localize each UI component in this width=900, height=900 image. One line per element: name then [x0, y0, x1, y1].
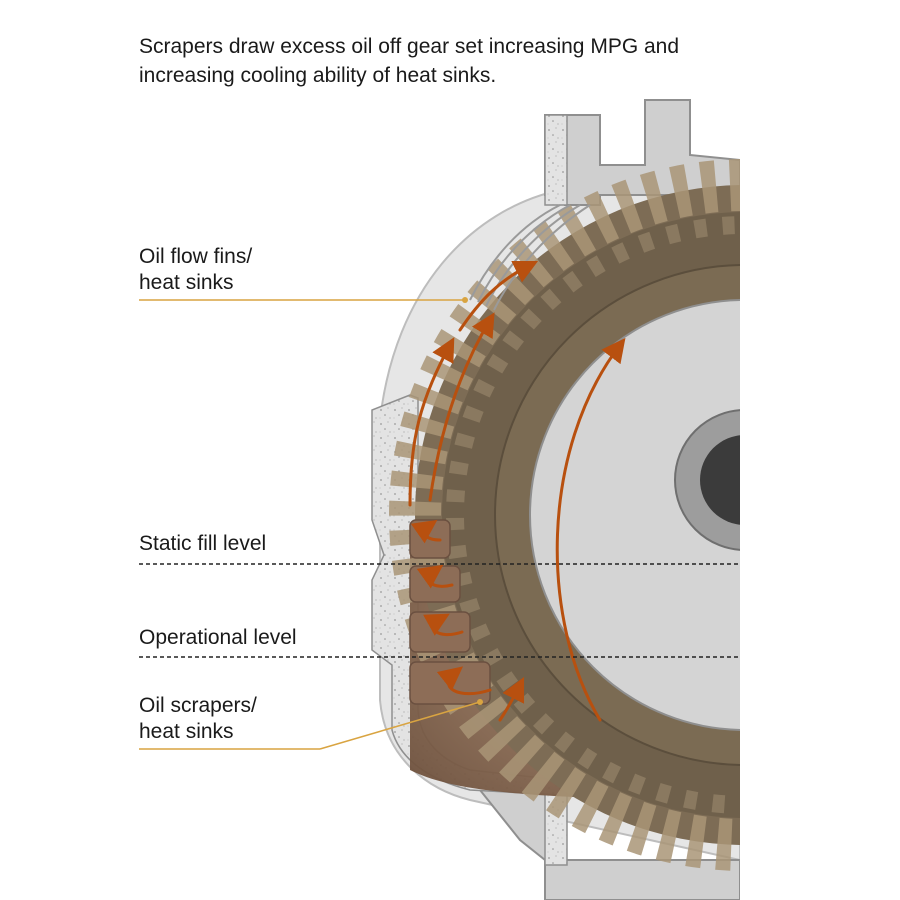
oil-flow-arrow-icon [408, 260, 626, 722]
label-oil-scrapers-line-2: heat sinks [139, 720, 234, 743]
caption-line-2: increasing cooling ability of heat sinks… [139, 64, 497, 87]
label-static-fill-level-text: Static fill level [139, 532, 267, 555]
ring-gear [389, 159, 740, 871]
label-operational-level-text: Operational level [139, 626, 297, 649]
diagram-caption: Scrapers draw excess oil off gear set in… [139, 32, 839, 90]
label-oil-flow-fins: Oil flow fins/ heat sinks [139, 244, 252, 296]
label-oil-scrapers-line-1: Oil scrapers/ [139, 694, 257, 717]
label-oil-flow-fins-line-2: heat sinks [139, 271, 234, 294]
label-oil-scrapers: Oil scrapers/ heat sinks [139, 693, 257, 745]
leader-lines [139, 297, 483, 750]
label-static-fill-level: Static fill level [139, 531, 266, 557]
oil-flow-fins [469, 204, 591, 311]
caption-line-1: Scrapers draw excess oil off gear set in… [139, 35, 680, 58]
label-oil-flow-fins-line-1: Oil flow fins/ [139, 245, 253, 268]
label-operational-level: Operational level [139, 625, 297, 651]
